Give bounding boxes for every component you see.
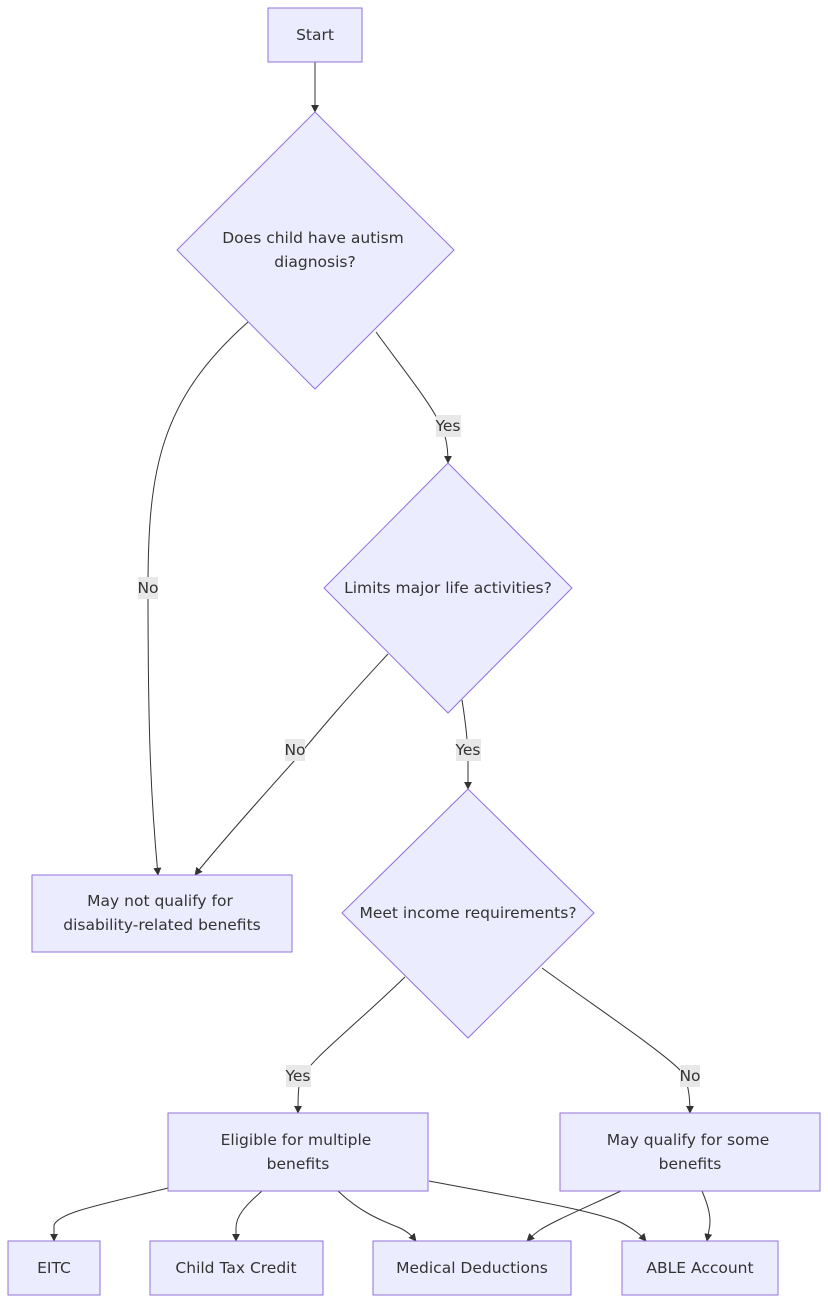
node-autism-diagnosis: Does child have autism diagnosis? <box>176 111 455 390</box>
node-label: Medical Deductions <box>396 1259 548 1277</box>
node-medical-deductions: Medical Deductions <box>372 1240 572 1296</box>
node-no-qualify: May not qualify for disability-related b… <box>31 874 293 953</box>
edge-some-to-medical <box>526 1190 622 1242</box>
edge-diagnosis-no <box>147 321 249 876</box>
node-label-line-2: diagnosis? <box>274 253 355 271</box>
node-able-account: ABLE Account <box>621 1240 779 1296</box>
edge-labels: Yes No No Yes Yes No <box>137 415 701 1087</box>
edge-label-text: No <box>284 741 305 759</box>
node-limits-activities: Limits major life activities? <box>323 462 573 714</box>
edge-limits-no <box>194 653 389 876</box>
edge-label-income-yes: Yes <box>284 1065 311 1087</box>
node-eitc: EITC <box>7 1240 101 1296</box>
node-label-line-2: disability-related benefits <box>63 916 260 934</box>
node-income-requirements: Meet income requirements? <box>341 788 595 1039</box>
node-start: Start <box>267 7 363 63</box>
node-label-line-1: May qualify for some <box>607 1131 769 1149</box>
node-label: EITC <box>37 1259 71 1277</box>
node-label: Child Tax Credit <box>175 1259 296 1277</box>
node-label: ABLE Account <box>646 1259 753 1277</box>
edge-eligible-to-able <box>428 1180 647 1242</box>
node-child-tax-credit: Child Tax Credit <box>149 1240 324 1296</box>
edge-label-diagnosis-no: No <box>137 577 159 599</box>
node-qualify-some: May qualify for some benefits <box>559 1112 821 1192</box>
node-label-line-2: benefits <box>267 1155 330 1173</box>
node-label-line-1: Does child have autism <box>222 229 404 247</box>
edge-label-text: No <box>679 1067 700 1085</box>
node-eligible-multiple: Eligible for multiple benefits <box>167 1112 429 1192</box>
edge-income-yes <box>294 976 406 1114</box>
edge-label-diagnosis-yes: Yes <box>434 415 461 437</box>
edge-label-text: Yes <box>434 417 460 435</box>
edge-eligible-to-eitc <box>50 1187 169 1242</box>
edge-label-limits-no: No <box>284 739 306 761</box>
edge-label-income-no: No <box>679 1065 701 1087</box>
edge-label-limits-yes: Yes <box>454 739 481 761</box>
nodes: Start Does child have autism diagnosis? … <box>7 7 821 1296</box>
edge-eligible-to-medical <box>337 1190 417 1242</box>
node-label: Meet income requirements? <box>359 904 576 922</box>
edge-label-text: Yes <box>454 741 480 759</box>
node-label-line-1: May not qualify for <box>87 892 233 910</box>
edge-label-text: No <box>137 579 158 597</box>
edge-income-no <box>541 967 694 1114</box>
edge-diagnosis-yes <box>375 331 452 464</box>
edge-some-to-able <box>701 1190 713 1242</box>
edge-eligible-to-ctc <box>232 1190 263 1242</box>
node-label-line-1: Eligible for multiple <box>221 1131 372 1149</box>
node-label: Limits major life activities? <box>344 579 552 597</box>
edge-label-text: Yes <box>284 1067 310 1085</box>
node-label-line-2: benefits <box>659 1155 722 1173</box>
node-label: Start <box>296 26 334 44</box>
